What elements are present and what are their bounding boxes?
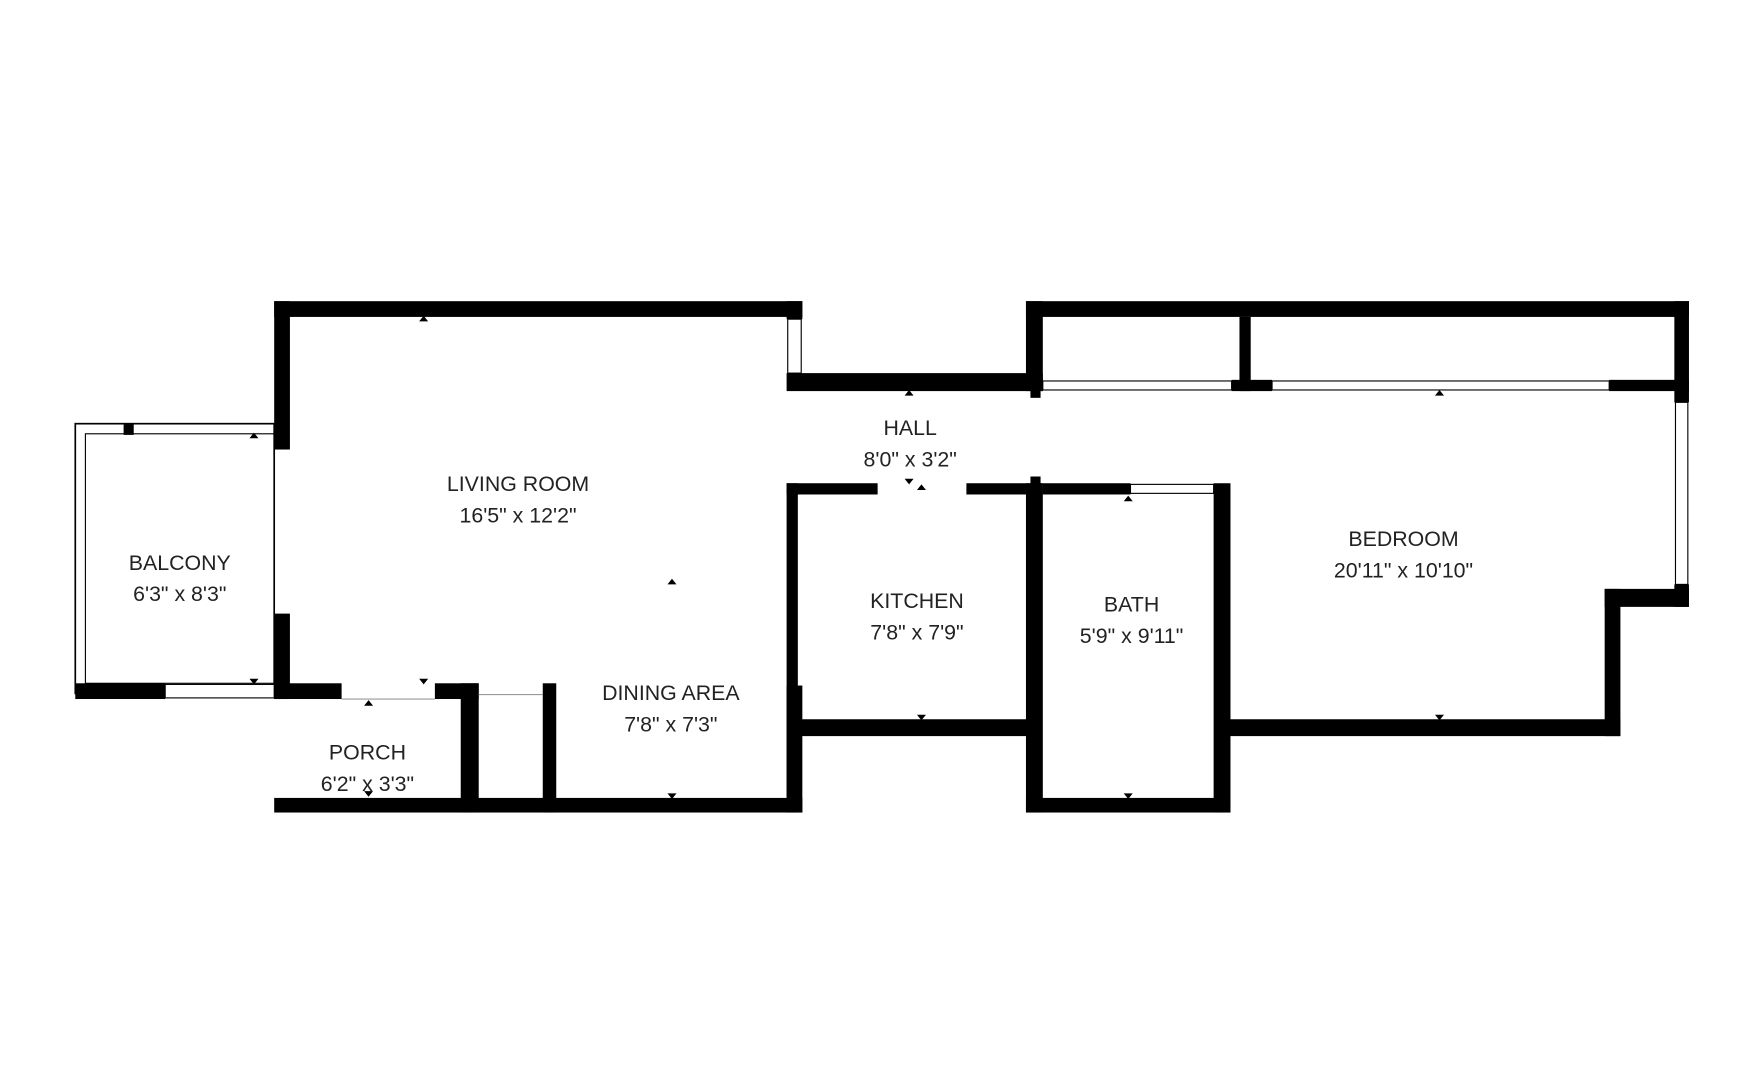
- walls: [74, 301, 1689, 813]
- hall-size: 8'0" x 3'2": [864, 447, 957, 471]
- dining-name: DINING AREA: [602, 681, 740, 705]
- living-room-name: LIVING ROOM: [447, 472, 589, 496]
- dining-size: 7'8" x 7'3": [624, 713, 717, 737]
- window-balcony: [164, 683, 275, 699]
- porch-name: PORCH: [329, 741, 406, 765]
- balcony-size: 6'3" x 8'3": [133, 582, 226, 606]
- porch-size: 6'2" x 3'3": [321, 772, 414, 796]
- living-room-size: 16'5" x 12'2": [460, 504, 577, 528]
- kitchen-name: KITCHEN: [870, 589, 964, 613]
- bath-opening: [1129, 483, 1215, 494]
- room-labels: LIVING ROOM 16'5" x 12'2" HALL 8'0" x 3'…: [129, 416, 1473, 796]
- kitchen-size: 7'8" x 7'9": [870, 620, 963, 644]
- window-living: [787, 318, 802, 374]
- closet-opening-2: [1271, 380, 1610, 391]
- closet-opening-1: [1042, 380, 1233, 391]
- hall-name: HALL: [884, 416, 938, 440]
- bedroom-name: BEDROOM: [1348, 527, 1458, 551]
- bath-name: BATH: [1104, 592, 1159, 616]
- bath-size: 5'9" x 9'11": [1080, 624, 1184, 648]
- balcony-name: BALCONY: [129, 551, 231, 575]
- window-bedroom: [1674, 401, 1689, 585]
- windows: [164, 318, 1689, 700]
- bedroom-size: 20'11" x 10'10": [1334, 559, 1473, 583]
